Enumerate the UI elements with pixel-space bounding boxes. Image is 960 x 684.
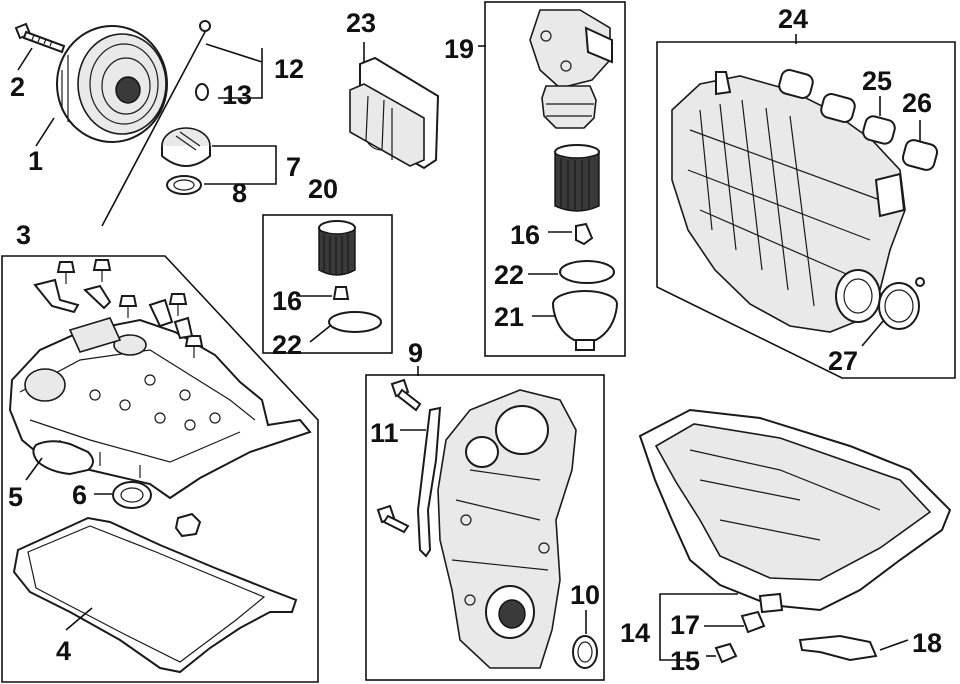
callout-10: 10	[570, 580, 600, 610]
callout-25: 25	[862, 66, 892, 96]
callout-20: 20	[308, 174, 338, 204]
oil-filter-housing	[529, 9, 613, 129]
callout-6: 6	[72, 480, 87, 510]
callout-23: 23	[346, 8, 376, 38]
callout-18: 18	[912, 628, 942, 658]
oil-filler-cap	[161, 127, 211, 167]
oil-filter-housing-box	[484, 1, 626, 357]
timing-chain-cover	[437, 389, 577, 669]
callout-1: 1	[28, 146, 43, 176]
leader-lines	[17, 34, 921, 661]
valve-cover-bolts	[33, 259, 204, 358]
callout-9: 9	[408, 338, 423, 368]
valve-cover-gasket	[12, 516, 298, 674]
callout-27: 27	[828, 346, 858, 376]
callout-16b: 16	[510, 220, 540, 250]
timing-chain-guide	[416, 406, 442, 558]
callout-17: 17	[670, 610, 700, 640]
callout-22a: 22	[272, 330, 302, 360]
callout-4: 4	[56, 636, 71, 666]
valve-cover-group-box	[1, 255, 319, 683]
filter-plug-16a	[332, 286, 350, 300]
filter-o-ring-22b	[559, 260, 615, 284]
oil-filter-element-box	[262, 214, 393, 354]
intake-manifold-group-box	[656, 41, 956, 379]
valve-cover-gasket-inner	[27, 525, 266, 663]
callout-7: 7	[286, 152, 301, 182]
oil-cooler	[349, 56, 440, 170]
oil-pan	[638, 408, 952, 614]
timing-cover-bolts	[376, 378, 422, 534]
callout-5: 5	[8, 482, 23, 512]
oil-filter-cap-21	[552, 290, 618, 351]
oil-strainer	[798, 634, 878, 662]
crankshaft-front-seal	[572, 635, 598, 669]
callout-24: 24	[778, 4, 808, 34]
callout-19: 19	[444, 34, 474, 64]
filter-o-ring-22a	[328, 311, 382, 333]
callout-16a: 16	[272, 286, 302, 316]
intake-manifold	[671, 71, 906, 333]
dipstick-o-ring	[195, 83, 209, 101]
filter-plug-16b	[575, 222, 594, 246]
callout-2: 2	[10, 72, 25, 102]
callout-numbers: 1 2 3 4 5 6 7 8 9 10 11 12 13 14 15 16 1…	[8, 4, 942, 676]
callout-15: 15	[670, 646, 700, 676]
oil-seal	[112, 481, 152, 509]
filler-cap-gasket	[166, 175, 202, 195]
oil-filter-element-20	[318, 220, 356, 276]
callout-26: 26	[902, 88, 932, 118]
oil-dipstick	[101, 20, 211, 227]
spark-plug-tube-gasket	[32, 440, 94, 476]
oil-pan-drain-plug	[714, 610, 766, 664]
throttle-body-gasket	[878, 277, 925, 330]
callout-12: 12	[274, 54, 304, 84]
valve-cover-nut	[174, 512, 202, 538]
timing-cover-group-box	[365, 374, 605, 681]
callout-21: 21	[494, 302, 524, 332]
callout-13: 13	[222, 80, 252, 110]
callout-8: 8	[232, 178, 247, 208]
oil-filter-element-19	[554, 144, 600, 212]
callout-11: 11	[370, 418, 399, 448]
pulley-bolt	[14, 22, 66, 54]
callout-3: 3	[16, 220, 31, 250]
intake-manifold-gaskets	[778, 69, 939, 171]
callout-22b: 22	[494, 260, 524, 290]
callout-14: 14	[620, 618, 650, 648]
crankshaft-pulley	[56, 25, 168, 143]
